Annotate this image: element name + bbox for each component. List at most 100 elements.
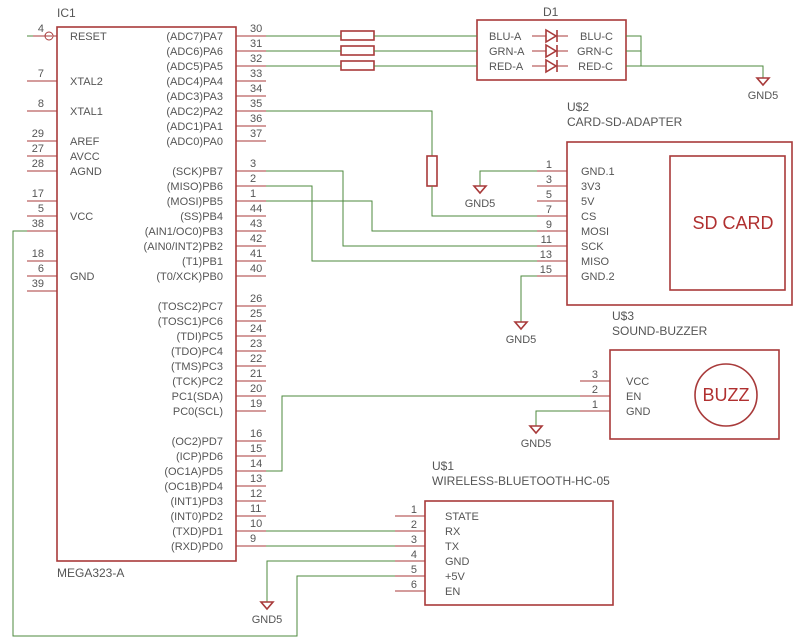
- ic1-pin-name: (ADC7)PA7: [166, 31, 223, 43]
- ground-icon: [528, 425, 544, 435]
- sd-pin-name: MISO: [581, 256, 610, 268]
- ic1-pin-name: (AIN1/OC0)PB3: [145, 226, 223, 238]
- sd-pin-number: 7: [546, 204, 552, 216]
- ic1-pin-name: (T1)PB1: [182, 256, 223, 268]
- ic1-pin-number: 7: [38, 68, 44, 80]
- sd-pin-number: 9: [546, 219, 552, 231]
- ic1-pin-number: 41: [250, 248, 262, 260]
- bt-pin-number: 4: [411, 549, 417, 561]
- ic1-pin-name: (ADC2)PA2: [166, 106, 223, 118]
- ic1-mcu[interactable]: IC1 MEGA323-A 4RESET7XTAL28XTAL129AREF27…: [27, 6, 266, 580]
- ic1-pin-name: (ADC5)PA5: [166, 61, 223, 73]
- ic1-pin-number: 14: [250, 458, 262, 470]
- sd-pin-name: CS: [581, 211, 596, 223]
- ground-label: GND5: [748, 90, 779, 102]
- ic1-pin-name: (OC1B)PD4: [164, 481, 223, 493]
- ic1-pin-number: 6: [38, 263, 44, 275]
- ic1-pin-name: (SCK)PB7: [172, 166, 223, 178]
- bt-pin-number: 6: [411, 579, 417, 591]
- ic1-pin-name: PC0(SCL): [173, 406, 223, 418]
- sd-ref: U$2: [567, 100, 589, 114]
- ic1-pin-number: 25: [250, 308, 262, 320]
- ic1-pin-name: (TCK)PC2: [172, 376, 223, 388]
- d1-diode-icons: [532, 28, 568, 74]
- sd-pin-name: 3V3: [581, 181, 601, 193]
- ic1-pin-name: (T0/XCK)PB0: [156, 271, 223, 283]
- ic1-pin-number: 22: [250, 353, 262, 365]
- ic1-pin-number: 3: [250, 158, 256, 170]
- net-sd-gnd1: [479, 170, 537, 186]
- ic1-pin-number: 8: [38, 98, 44, 110]
- net-vcc: [12, 230, 395, 637]
- ic1-pin-number: 34: [250, 83, 262, 95]
- ground-icon: [755, 77, 771, 87]
- ic1-pin-number: 36: [250, 113, 262, 125]
- resistor-cs[interactable]: [426, 155, 438, 187]
- resistor-array[interactable]: [340, 30, 375, 71]
- ic1-pin-number: 42: [250, 233, 262, 245]
- buzzer-pin-name: EN: [626, 391, 641, 403]
- d1-cathode-label: RED-C: [578, 61, 613, 73]
- ic1-left-pins: 4RESET7XTAL28XTAL129AREF27AVCC28AGND175V…: [27, 23, 107, 292]
- d1-cathode-label: BLU-C: [580, 31, 613, 43]
- diode-icon: [545, 28, 558, 44]
- bt-value: WIRELESS-BLUETOOTH-HC-05: [432, 474, 610, 488]
- sd-card-adapter[interactable]: SD CARD U$2 CARD-SD-ADAPTER 1GND.133V355…: [537, 100, 793, 306]
- sd-pin-name: GND.1: [581, 166, 615, 178]
- ic1-value: MEGA323-A: [57, 566, 124, 580]
- bt-ref: U$1: [432, 459, 454, 473]
- sd-pin-name: GND.2: [581, 271, 615, 283]
- bt-pin-number: 3: [411, 534, 417, 546]
- ic1-pin-name: XTAL1: [70, 106, 103, 118]
- ic1-pin-number: 11: [250, 503, 261, 515]
- ic1-pin-number: 18: [32, 248, 44, 260]
- ic1-pin-name: (ADC3)PA3: [166, 91, 223, 103]
- ic1-pin-name: XTAL2: [70, 76, 103, 88]
- ic1-pin-name: (MOSI)PB5: [167, 196, 223, 208]
- ic1-pin-name: (TDI)PC5: [177, 331, 223, 343]
- ic1-pin-number: 43: [250, 218, 262, 230]
- ic1-pin-name: (SS)PB4: [180, 211, 223, 223]
- ic1-pin-number: 23: [250, 338, 262, 350]
- buzzer-pin-number: 2: [592, 384, 598, 396]
- ic1-pin-number: 5: [38, 203, 44, 215]
- sd-pin-number: 1: [546, 159, 552, 171]
- d1-cathode-label: GRN-C: [577, 46, 613, 58]
- diode-icon: [545, 43, 558, 59]
- ic1-pin-name: (RXD)PD0: [171, 541, 223, 553]
- ic1-pin-name: VCC: [70, 211, 93, 223]
- ic1-pin-number: 28: [32, 158, 44, 170]
- ic1-pin-number: 40: [250, 263, 262, 275]
- ground-label: GND5: [506, 334, 537, 346]
- resistor-2[interactable]: [340, 45, 375, 56]
- buzzer-pin-name: GND: [626, 406, 651, 418]
- resistor-3[interactable]: [340, 60, 375, 71]
- ic1-pin-number: 26: [250, 293, 262, 305]
- ic1-pin-name: (MISO)PB6: [167, 181, 223, 193]
- net-buzz-gnd: [535, 410, 580, 426]
- bt-pin-name: GND: [445, 556, 470, 568]
- ic1-pin-number: 37: [250, 128, 262, 140]
- ic1-pin-name: (TOSC1)PC6: [158, 316, 223, 328]
- ic1-pin-name: AGND: [70, 166, 102, 178]
- net-buzz-en: [266, 395, 580, 472]
- sd-pin-number: 3: [546, 174, 552, 186]
- bluetooth-hc05[interactable]: U$1 WIRELESS-BLUETOOTH-HC-05 1STATE2RX3T…: [395, 459, 614, 606]
- ic1-ref: IC1: [57, 6, 76, 20]
- net-sd-gnd2: [520, 275, 537, 322]
- bt-pin-number: 2: [411, 519, 417, 531]
- d1-anode-label: GRN-A: [489, 46, 525, 58]
- ic1-pin-number: 44: [250, 203, 262, 215]
- sd-pin-number: 15: [540, 264, 552, 276]
- ic1-pin-name: (TXD)PD1: [172, 526, 223, 538]
- ic1-pin-name: (ADC0)PA0: [166, 136, 223, 148]
- resistor-1[interactable]: [340, 30, 375, 41]
- buzzer-pin-number: 1: [592, 399, 598, 411]
- buzzer-ref: U$3: [612, 309, 634, 323]
- ic1-pin-number: 38: [32, 218, 44, 230]
